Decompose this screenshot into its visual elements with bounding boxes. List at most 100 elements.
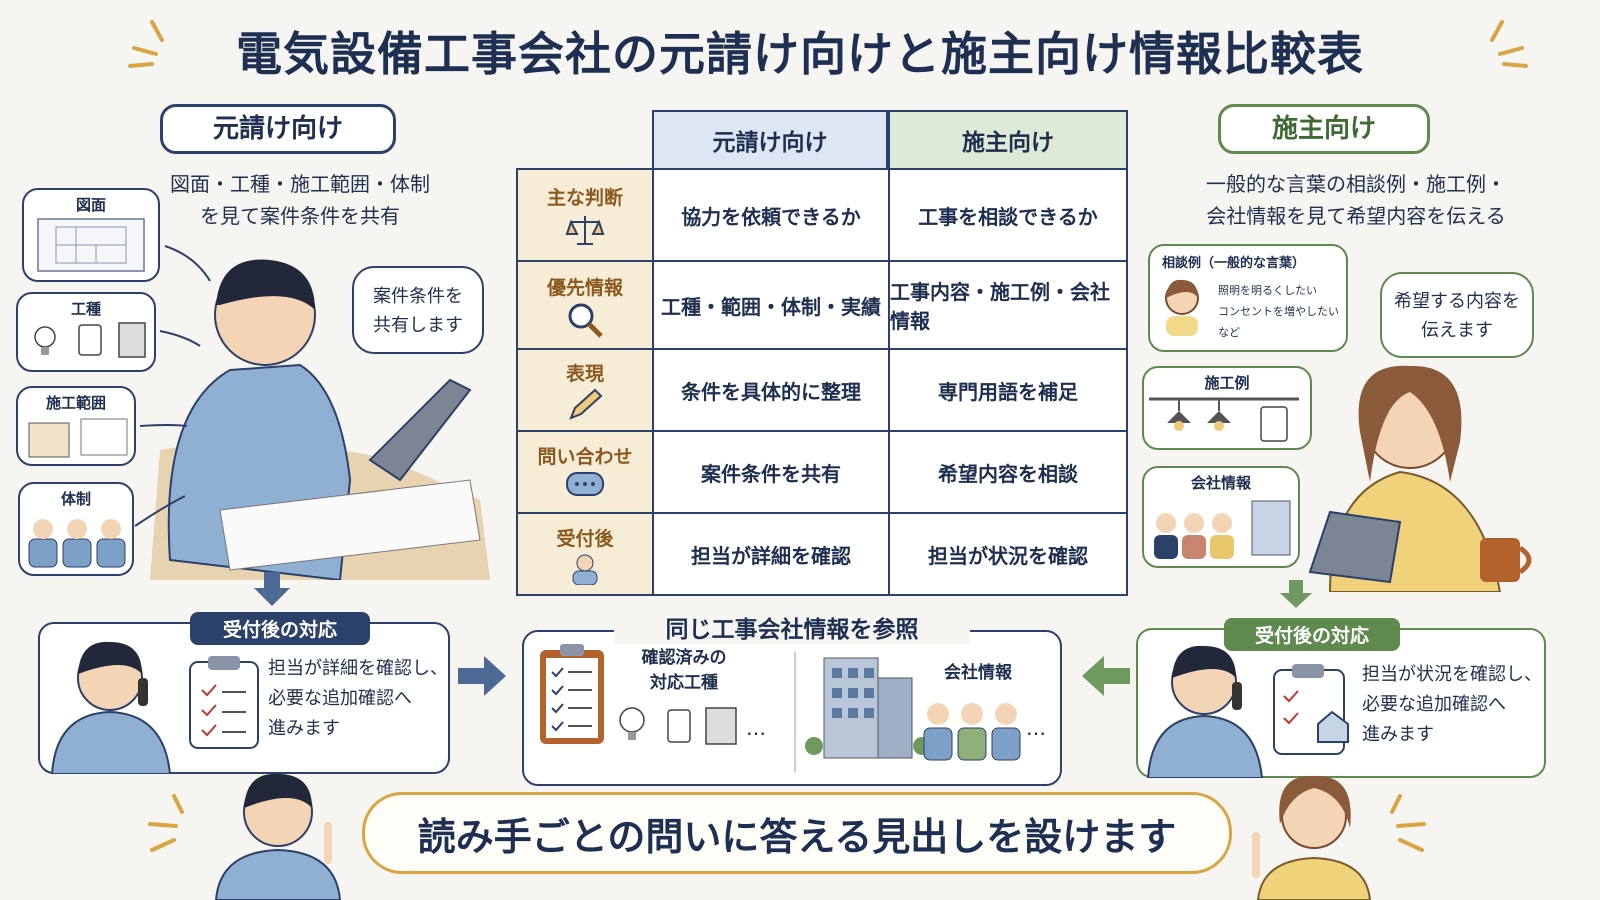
company-staff-icon <box>1154 500 1291 559</box>
pointing-worker-illustration <box>214 773 342 900</box>
table-row: 受付後 担当が詳細を確認 担当が状況を確認 <box>518 514 1126 594</box>
sparkle-icon <box>128 20 164 68</box>
consultation-lines: 照明を明るくしたい コンセントを増やしたい など <box>1218 280 1339 343</box>
scales-icon <box>565 215 605 245</box>
left-arrow-icon <box>1082 656 1130 696</box>
bubble-line: 希望する内容を <box>1394 291 1520 312</box>
contractor-worker-illustration <box>150 259 490 580</box>
lamps-icon <box>1149 397 1299 442</box>
sparkle-icon <box>148 794 184 852</box>
staff-group-icon <box>923 703 1021 761</box>
summary-banner: 読み手ごとの問いに答える見出しを設けます <box>362 792 1232 874</box>
consult-line: 照明を明るくしたい <box>1218 284 1317 297</box>
shared-company-info: 同じ工事会社情報を参照 確認済みの 対応工種 … 会社情報 … <box>522 610 1062 786</box>
construction-example-card: 施工例 <box>1142 366 1312 450</box>
arrows-icon <box>134 245 211 527</box>
consultation-example-card: 相談例（一般的な言葉） 照明を明るくしたい コンセントを増やしたい など <box>1148 244 1348 352</box>
down-arrow-icon <box>1280 580 1312 608</box>
consult-line: コンセントを増やしたい <box>1218 305 1339 318</box>
table-cell: 工種・範囲・体制・実績 <box>654 262 890 348</box>
label-line: 対応工種 <box>650 673 718 693</box>
company-info-card: 会社情報 <box>1142 466 1300 568</box>
building-plan-icon <box>28 418 128 458</box>
card-label: 会社情報 <box>1190 474 1251 492</box>
after-reception-client: 受付後の対応 担当が状況を確認し、 必要な追加確認へ 進みます <box>1136 618 1546 778</box>
table-cell: 工事内容・施工例・会社情報 <box>890 280 1110 333</box>
sparkle-icon <box>1490 20 1528 68</box>
table-row: 主な判断 協力を依頼できるか 工事を相談できるか <box>518 170 1126 262</box>
client-description: 一般的な言葉の相談例・施工例・ 会社情報を見て希望内容を伝える <box>1166 168 1546 232</box>
work-type-card: 工種 <box>16 292 156 372</box>
team-card: 体制 <box>18 482 134 576</box>
desc-line: を見て案件条件を共有 <box>200 204 400 228</box>
desc-line: 会社情報を見て希望内容を伝える <box>1206 204 1506 228</box>
clipboard-icon <box>189 656 259 749</box>
clipboard-house-icon <box>1273 664 1349 755</box>
pencil-icon <box>569 388 603 420</box>
text-line: 担当が状況を確認し、 <box>1362 664 1542 685</box>
desc-line: 一般的な言葉の相談例・施工例・ <box>1206 172 1506 196</box>
table-row: 問い合わせ 案件条件を共有 希望内容を相談 <box>518 432 1126 514</box>
section-text: 担当が状況を確認し、 必要な追加確認へ 進みます <box>1362 660 1542 750</box>
table-cell: 工事を相談できるか <box>918 204 1098 229</box>
card-label: 施工範囲 <box>45 394 106 412</box>
contractor-speech-bubble: 案件条件を 共有します <box>352 266 484 354</box>
chat-icon <box>566 471 604 496</box>
section-text: 担当が詳細を確認し、 必要な追加確認へ 進みます <box>268 654 448 744</box>
row-label: 優先情報 <box>518 262 654 348</box>
table-row: 表現 条件を具体的に整理 専門用語を補足 <box>518 350 1126 432</box>
card-label: 相談例（一般的な言葉） <box>1162 256 1306 271</box>
desc-line: 図面・工種・施工範囲・体制 <box>170 172 430 196</box>
table-cell: 希望内容を相談 <box>938 461 1078 486</box>
ellipsis: … <box>746 716 766 740</box>
client-woman-illustration <box>1308 365 1532 592</box>
after-reception-contractor: 受付後の対応 担当が詳細を確認し、 必要な追加確認へ 進みます <box>38 612 450 774</box>
right-arrow-icon <box>458 656 506 696</box>
section-tag: 受付後の対応 <box>1224 618 1400 651</box>
bubble-line: 伝えます <box>1421 320 1493 341</box>
text-line: 進みます <box>268 718 340 739</box>
checklist-icon <box>540 644 604 744</box>
electrical-parts-icon <box>34 322 146 358</box>
office-building-icon <box>805 657 931 759</box>
phone-worker-illustration <box>50 641 172 774</box>
down-arrow-icon <box>254 572 290 606</box>
workers-icon <box>28 519 126 568</box>
phone-worker-illustration <box>1146 645 1264 778</box>
parts-icons <box>619 707 737 745</box>
text-line: 必要な追加確認へ <box>1362 694 1506 715</box>
ellipsis: … <box>1026 716 1046 740</box>
label-line: 確認済みの <box>641 648 727 668</box>
card-label: 体制 <box>60 490 91 508</box>
section-tag: 受付後の対応 <box>190 612 370 645</box>
company-info-label: 会社情報 <box>944 663 1012 683</box>
contractor-description: 図面・工種・施工範囲・体制 を見て案件条件を共有 <box>140 168 460 232</box>
contractor-heading: 元請け向け <box>160 104 396 154</box>
text-line: 必要な追加確認へ <box>268 688 412 709</box>
bubble-line: 案件条件を <box>373 286 463 307</box>
column-header-client: 施主向け <box>888 110 1128 168</box>
comparison-table: 元請け向け 施主向け 主な判断 協力を依頼できるか 工事を相談できるか 優先情報… <box>516 110 1128 596</box>
card-label: 施工例 <box>1204 374 1250 392</box>
table-cell: 担当が状況を確認 <box>928 543 1088 568</box>
bubble-line: 共有します <box>373 315 463 336</box>
blueprint-icon <box>37 218 145 272</box>
client-speech-bubble: 希望する内容を 伝えます <box>1380 272 1534 358</box>
staff-icon <box>572 554 598 585</box>
table-cell: 条件を具体的に整理 <box>654 350 890 430</box>
confirmed-work-label: 確認済みの 対応工種 <box>620 646 748 696</box>
text-line: 担当が詳細を確認し、 <box>268 658 448 679</box>
magnifier-icon <box>568 303 603 338</box>
section-heading: 同じ工事会社情報を参照 <box>614 610 970 644</box>
row-label: 表現 <box>518 350 654 430</box>
table-cell: 担当が詳細を確認 <box>654 514 890 594</box>
card-label: 図面 <box>75 196 106 214</box>
text-line: 進みます <box>1362 724 1434 745</box>
divider <box>794 652 796 772</box>
table-row: 優先情報 工種・範囲・体制・実績 工事内容・施工例・会社情報 <box>518 262 1126 350</box>
row-label: 受付後 <box>518 514 654 594</box>
row-label: 問い合わせ <box>518 432 654 512</box>
column-header-contractor: 元請け向け <box>652 110 888 168</box>
table-cell: 案件条件を共有 <box>654 432 890 512</box>
sparkle-icon <box>1390 794 1426 852</box>
